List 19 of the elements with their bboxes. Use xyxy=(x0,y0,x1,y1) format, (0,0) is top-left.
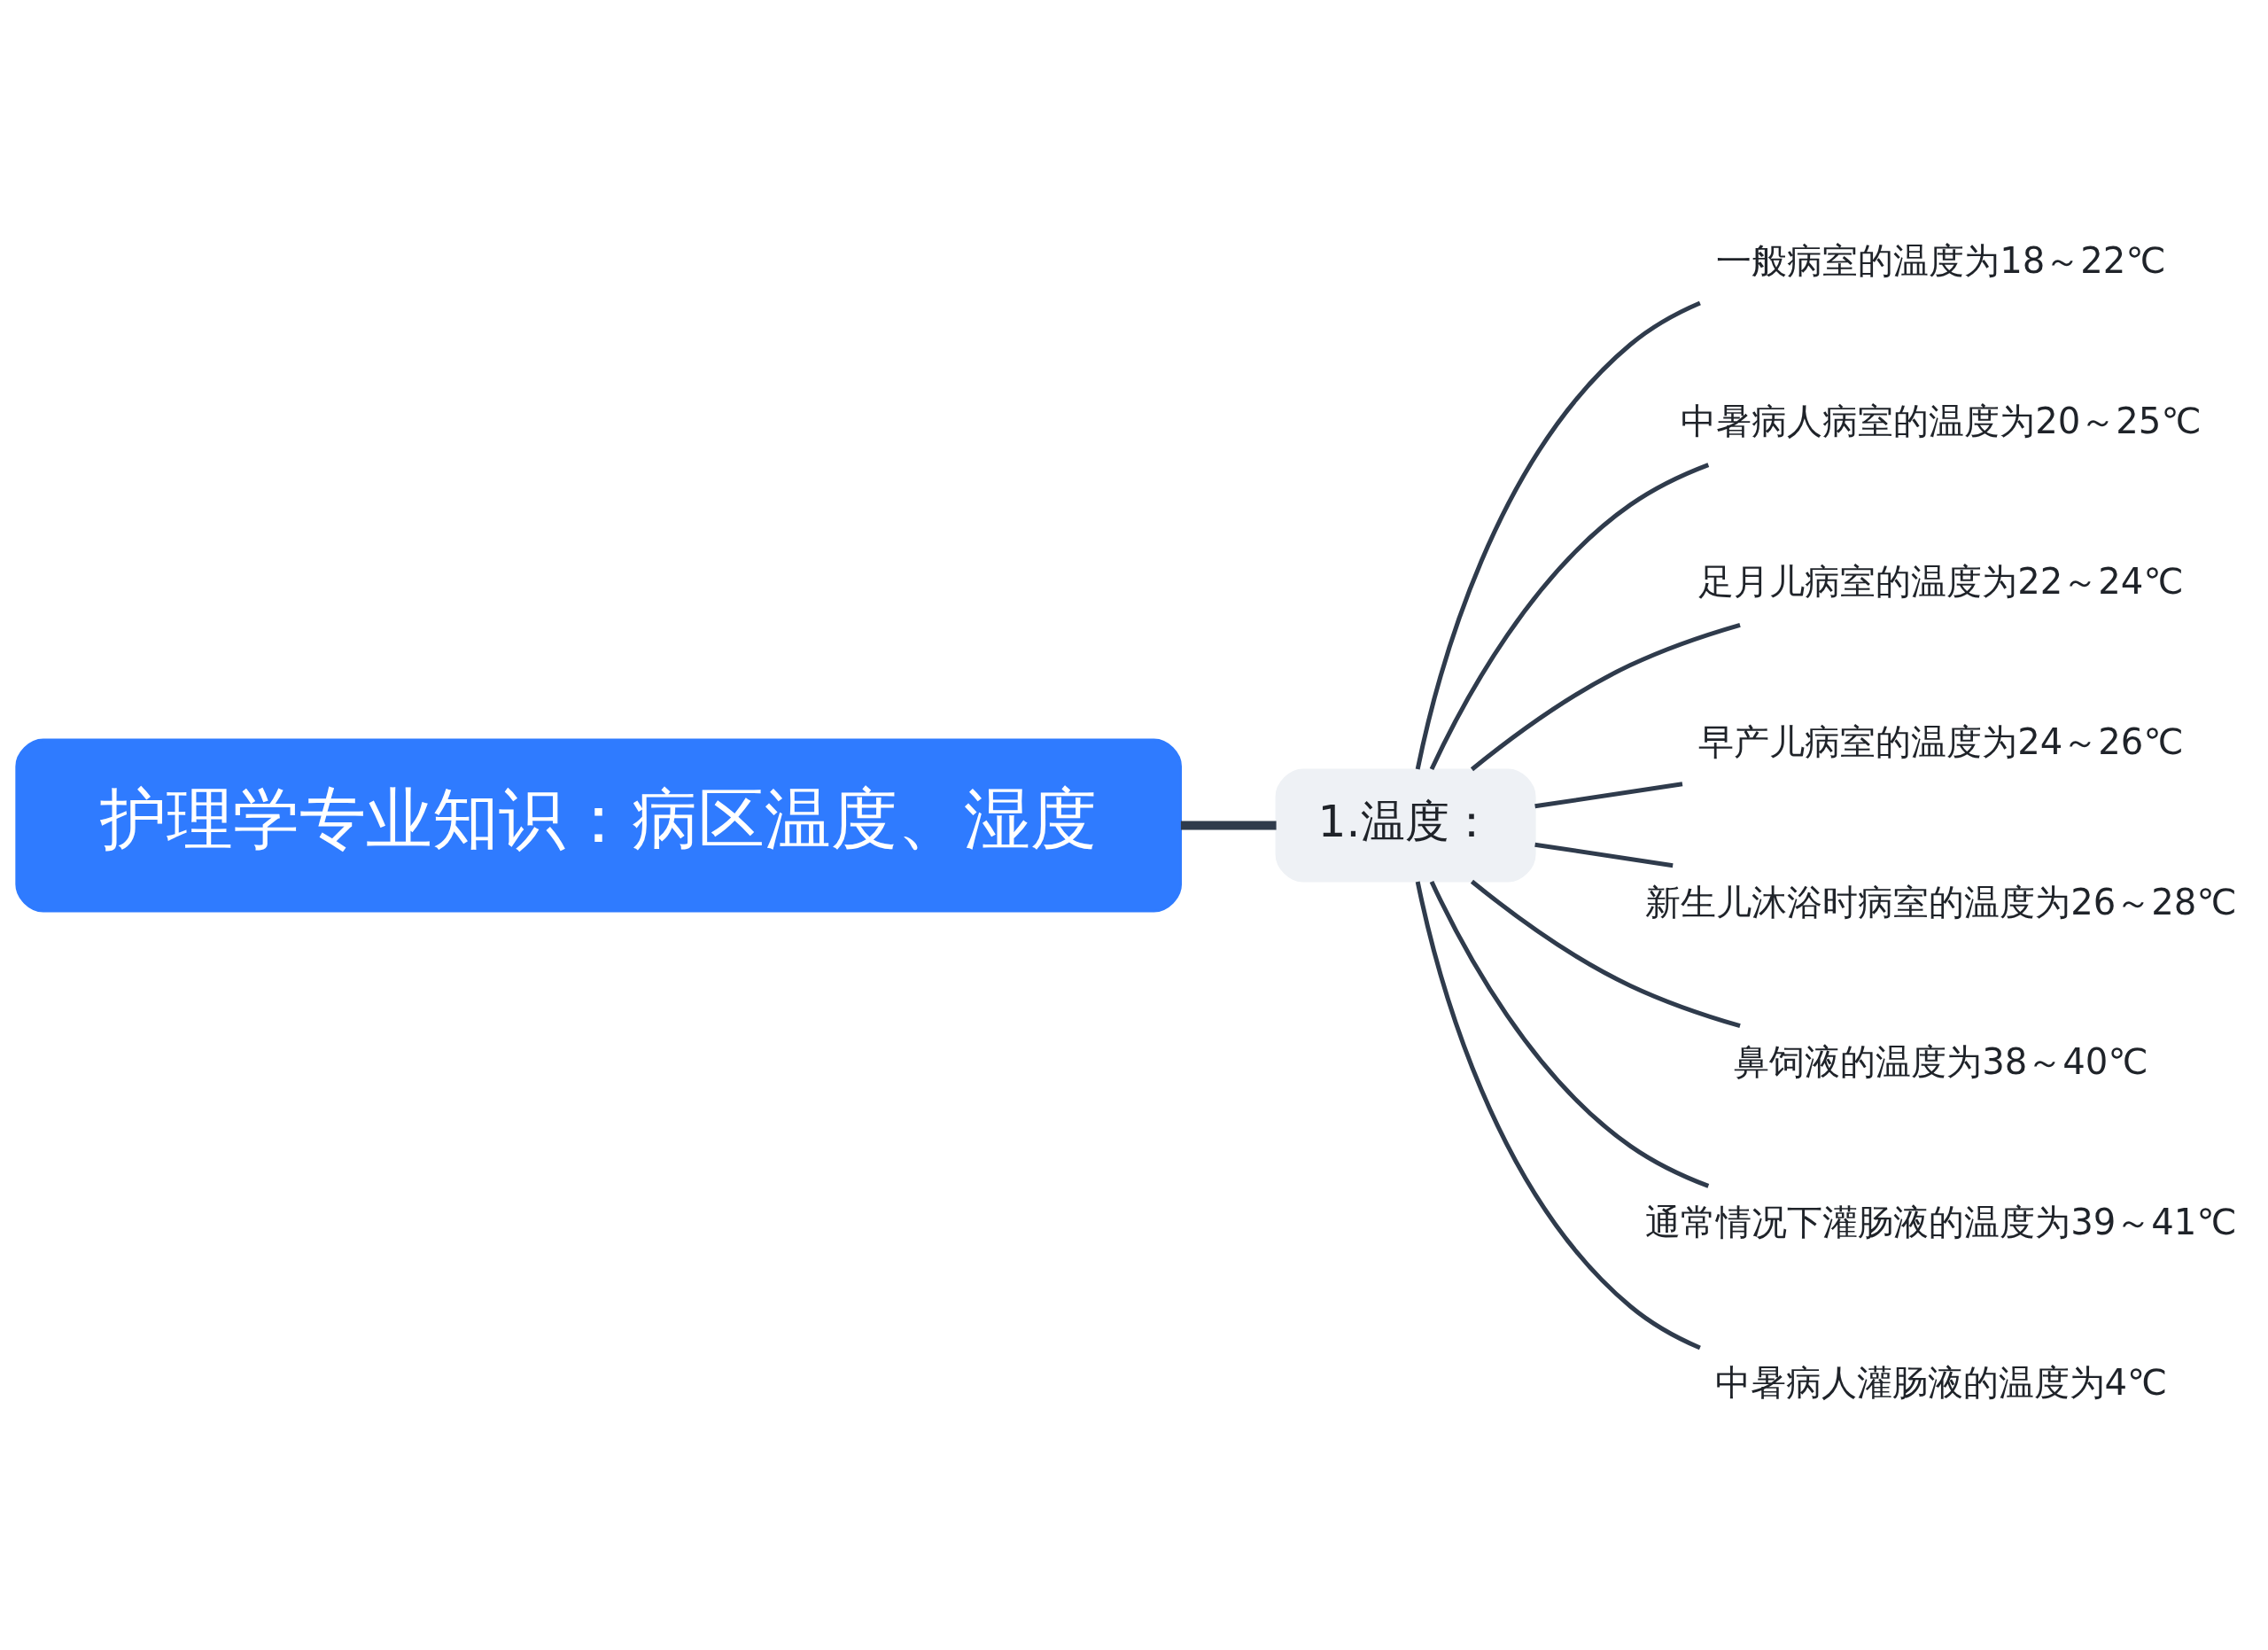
connector xyxy=(1415,881,1701,1350)
node-box: 护理学专业知识：病区温度、湿度 xyxy=(15,738,1183,912)
node-text: 早产儿病室的温度为24～26℃ xyxy=(1698,720,2184,762)
connector xyxy=(1180,820,1277,830)
connector xyxy=(1429,880,1710,1188)
connector xyxy=(1429,462,1710,770)
node-text: 新生儿沐浴时病室的温度为26～28℃ xyxy=(1645,881,2237,922)
connector xyxy=(1534,781,1683,808)
connector xyxy=(1415,300,1701,769)
node-text: 中暑病人病室的温度为20～25℃ xyxy=(1681,400,2202,441)
node-text: 通常情况下灌肠液的温度为39～41℃ xyxy=(1645,1201,2237,1242)
node-text: 中暑病人灌肠液的温度为4℃ xyxy=(1714,1361,2168,1403)
node-box: 1.温度： xyxy=(1275,767,1536,883)
node-text: 鼻饲液的温度为38～40℃ xyxy=(1734,1040,2148,1082)
connector xyxy=(1470,879,1741,1028)
node-text: 足月儿病室的温度为22～24℃ xyxy=(1698,560,2184,602)
connector xyxy=(1534,842,1674,868)
node-text: 一般病室的温度为18～22℃ xyxy=(1716,239,2166,281)
connector xyxy=(1470,622,1741,771)
